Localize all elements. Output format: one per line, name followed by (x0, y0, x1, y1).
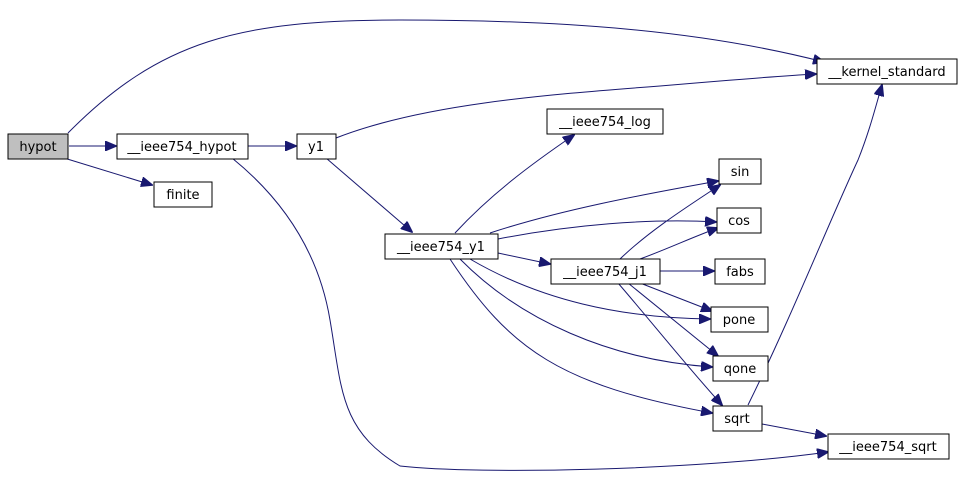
node-ieee754-hypot[interactable]: __ieee754_hypot (116, 133, 249, 160)
node-kernel-standard[interactable]: __kernel_standard (816, 58, 958, 85)
edge-y1-to-ieee754-y1 (325, 157, 412, 232)
edge-ieee754-hypot-to-ieee754-sqrt (231, 157, 828, 471)
node-finite-box (153, 181, 213, 208)
node-qone-box (712, 355, 769, 382)
node-y1-box (296, 133, 337, 160)
edge-sqrt-to-ieee754-sqrt (761, 423, 826, 436)
node-ieee754-log-label: __ieee754_log (558, 115, 651, 130)
edges (63, 19, 882, 471)
edge-ieee754-y1-to-ieee754-j1 (497, 252, 550, 264)
node-hypot-label: hypot (19, 140, 56, 155)
node-ieee754-sqrt[interactable]: __ieee754_sqrt (827, 433, 950, 460)
node-cos[interactable]: cos (716, 207, 762, 234)
edge-ieee754-y1-to-ieee754-log (454, 135, 574, 234)
node-pone-label: pone (723, 313, 755, 328)
node-fabs-label: fabs (726, 265, 754, 280)
node-finite-label: finite (166, 188, 199, 203)
edge-ieee754-j1-to-qone (627, 282, 718, 356)
node-pone-box (710, 306, 769, 333)
node-ieee754-hypot-box (116, 133, 249, 160)
node-ieee754-j1[interactable]: __ieee754_j1 (550, 258, 661, 285)
node-y1[interactable]: y1 (296, 133, 337, 160)
node-cos-box (716, 207, 762, 234)
edge-ieee754-j1-to-pone (639, 282, 712, 311)
node-fabs-box (714, 258, 766, 285)
node-hypot[interactable]: hypot (7, 133, 69, 160)
edge-ieee754-y1-to-sin (489, 181, 718, 234)
node-ieee754-sqrt-box (827, 433, 950, 460)
node-fabs[interactable]: fabs (714, 258, 766, 285)
node-finite[interactable]: finite (153, 181, 213, 208)
node-sqrt[interactable]: sqrt (712, 405, 763, 432)
node-ieee754-hypot-label: __ieee754_hypot (126, 140, 236, 155)
node-ieee754-log-box (546, 108, 664, 135)
node-sqrt-box (712, 405, 763, 432)
node-ieee754-y1[interactable]: __ieee754_y1 (384, 233, 499, 260)
edge-ieee754-j1-to-cos (639, 228, 718, 260)
node-sin[interactable]: sin (718, 158, 762, 185)
node-ieee754-j1-box (550, 258, 661, 285)
node-y1-label: y1 (308, 140, 324, 155)
node-ieee754-y1-label: __ieee754_y1 (396, 240, 485, 255)
node-kernel-standard-label: __kernel_standard (827, 65, 945, 80)
node-ieee754-log[interactable]: __ieee754_log (546, 108, 664, 135)
node-ieee754-y1-box (384, 233, 499, 260)
node-cos-label: cos (728, 214, 750, 229)
edge-sqrt-to-kernel-standard (747, 85, 882, 406)
edge-hypot-to-kernel-standard (67, 19, 824, 134)
edge-y1-to-kernel-standard (335, 74, 816, 139)
edge-ieee754-j1-to-sin (619, 185, 720, 260)
node-ieee754-j1-label: __ieee754_j1 (562, 265, 647, 280)
edge-ieee754-y1-to-pone (469, 258, 710, 319)
node-sqrt-label: sqrt (724, 412, 749, 427)
node-sin-label: sin (731, 165, 750, 180)
node-hypot-box (7, 133, 69, 160)
edge-ieee754-y1-to-qone (459, 258, 712, 367)
edge-ieee754-y1-to-sqrt (449, 258, 712, 413)
node-qone-label: qone (724, 362, 756, 377)
edge-ieee754-j1-to-sqrt (617, 282, 722, 405)
edge-hypot-to-finite (63, 157, 152, 185)
node-sin-box (718, 158, 762, 185)
node-pone[interactable]: pone (710, 306, 769, 333)
edge-ieee754-y1-to-cos (497, 221, 716, 240)
node-ieee754-sqrt-label: __ieee754_sqrt (838, 440, 936, 455)
node-kernel-standard-box (816, 58, 958, 85)
node-qone[interactable]: qone (712, 355, 769, 382)
